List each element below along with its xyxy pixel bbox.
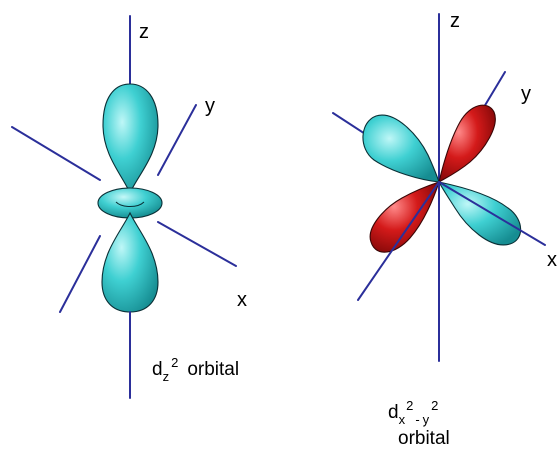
dz2-caption-base: d	[152, 359, 163, 380]
left-y-label: y	[205, 95, 215, 117]
left-y-axis-back	[157, 104, 197, 176]
dx2y2-lower-right-lobe	[437, 181, 522, 246]
right-x-axis-front	[438, 181, 546, 246]
right-y-axis-front	[357, 181, 440, 301]
left-x-label: x	[237, 289, 247, 311]
left-z-label: z	[139, 21, 149, 43]
dx2y2-caption-sup1: 2	[406, 398, 413, 413]
dx2y2-caption-base: d	[388, 402, 399, 423]
dx2y2-upper-right-lobe	[438, 104, 496, 184]
left-y-axis-front	[59, 235, 101, 313]
dz2-upper-lobe	[102, 83, 159, 195]
dx2y2-orbital: z y x dx2-y2 orbital	[332, 10, 557, 449]
dz2-caption: dz2 orbital	[152, 355, 239, 384]
dz2-lower-lobe	[101, 211, 159, 313]
dx2y2-caption-sub1: x	[399, 412, 406, 427]
right-x-label: x	[547, 249, 557, 271]
dx2y2-caption-minus: -	[415, 412, 419, 427]
dz2-caption-suffix: orbital	[187, 359, 239, 380]
left-x-axis-front	[157, 221, 237, 267]
right-z-label: z	[450, 10, 460, 32]
dz2-torus-hole	[115, 201, 145, 207]
dx2y2-caption-suffix: orbital	[398, 428, 450, 449]
dx2y2-lower-left-lobe	[369, 181, 440, 253]
dx2y2-upper-left-lobe	[362, 114, 440, 183]
dz2-caption-superscript: 2	[171, 355, 178, 370]
dz2-caption-subscript: z	[163, 369, 170, 384]
right-y-label: y	[521, 83, 531, 105]
dx2y2-caption: dx2-y2	[388, 398, 438, 427]
left-x-axis-back	[11, 126, 101, 181]
dx2y2-caption-sub2: y	[423, 412, 430, 427]
dx2y2-caption-sup2: 2	[431, 398, 438, 413]
